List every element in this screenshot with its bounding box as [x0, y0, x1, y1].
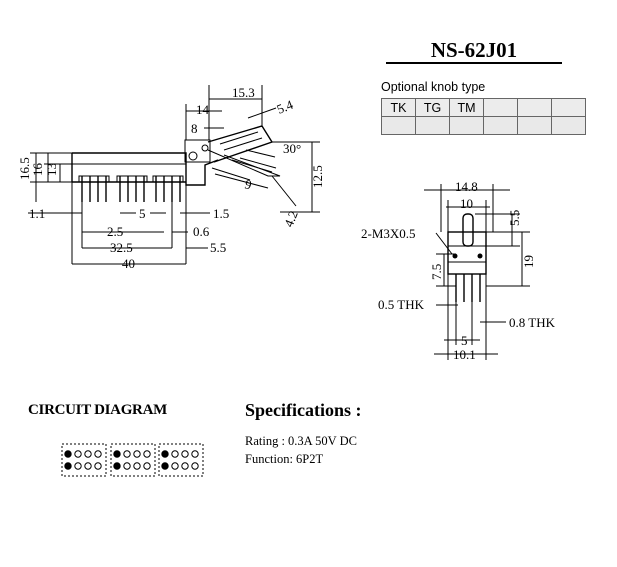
dim-5-5: 5.5: [210, 240, 226, 255]
front-dim-19: 19: [521, 255, 536, 268]
contact-terminal: [123, 450, 131, 458]
knob-image-cell: [483, 116, 518, 135]
circuit-pole-groups: [61, 443, 204, 477]
dim-2-5: 2.5: [107, 224, 123, 239]
spec-function: Function: 6P2T: [245, 452, 324, 466]
mount-hole-left: [452, 253, 458, 259]
front-dim-0-8-thk: 0.8 THK: [509, 315, 556, 330]
contact-terminal: [84, 462, 92, 470]
dim-4-2: 4.2: [281, 208, 301, 229]
dim-14: 14: [196, 102, 210, 117]
knob-type-cell: [517, 98, 552, 117]
dim-13: 13: [44, 163, 59, 176]
pole-group-box: [158, 443, 204, 477]
contact-terminal: [94, 450, 102, 458]
pole-group-box: [110, 443, 156, 477]
knob-type-caption: Optional knob type: [381, 80, 486, 94]
contact-terminal: [171, 450, 179, 458]
common-contact: [64, 450, 72, 458]
contact-terminal: [171, 462, 179, 470]
side-pins: [78, 175, 184, 202]
front-dim-0-5-thk: 0.5 THK: [378, 297, 425, 312]
lever-actuator: [184, 125, 281, 181]
specifications-title: Specifications :: [245, 400, 362, 420]
contact-terminal: [191, 450, 199, 458]
dim-12-5: 12.5: [310, 165, 325, 188]
dim-1-1: 1.1: [29, 206, 45, 221]
dim-15-3: 15.3: [232, 85, 255, 100]
dim-32-5: 32.5: [110, 240, 133, 255]
common-contact: [113, 462, 121, 470]
dim-5-4: 5.4: [275, 97, 296, 117]
contact-terminal: [133, 450, 141, 458]
contact-terminal: [191, 462, 199, 470]
contact-terminal: [181, 462, 189, 470]
front-dim-14-8: 14.8: [455, 179, 478, 194]
contact-terminal: [123, 462, 131, 470]
dim-40: 40: [122, 256, 135, 271]
front-dim-5-5: 5.5: [507, 210, 522, 226]
dim-5: 5: [139, 206, 146, 221]
contact-terminal: [133, 462, 141, 470]
knob-image-cell: [551, 116, 586, 135]
front-dim-2-m3: 2-M3X0.5: [361, 226, 416, 241]
common-contact: [64, 462, 72, 470]
circuit-diagram-title: CIRCUIT DIAGRAM: [28, 402, 167, 418]
front-dim-5: 5: [461, 333, 468, 348]
dim-1-5: 1.5: [213, 206, 229, 221]
contact-terminal: [143, 450, 151, 458]
front-dim-10-1: 10.1: [453, 347, 476, 362]
front-dimension-lines: [424, 184, 530, 360]
contact-terminal: [94, 462, 102, 470]
dim-8: 8: [191, 121, 198, 136]
contact-terminal: [84, 450, 92, 458]
dim-16-5: 16.5: [17, 157, 32, 180]
pole-group-box: [61, 443, 107, 477]
common-contact: [161, 462, 169, 470]
mount-hole-right: [477, 253, 483, 259]
dim-30-deg: 30°: [283, 141, 301, 156]
dim-0-6: 0.6: [193, 224, 210, 239]
dim-9: 9: [243, 176, 253, 192]
knob-image-cell: [381, 116, 416, 135]
common-contact: [161, 450, 169, 458]
front-body-outline: [447, 213, 487, 302]
knob-image-cell: [517, 116, 552, 135]
common-contact: [113, 450, 121, 458]
knob-type-table: TK TG TM: [381, 98, 586, 135]
front-dim-10: 10: [460, 196, 473, 211]
knob-type-cell: TK: [381, 98, 416, 117]
front-dim-7-5: 7.5: [429, 264, 444, 280]
dim-16: 16: [30, 163, 45, 177]
contact-terminal: [74, 450, 82, 458]
contact-terminal: [74, 462, 82, 470]
contact-terminal: [143, 462, 151, 470]
knob-type-cell: [551, 98, 586, 117]
contact-terminal: [181, 450, 189, 458]
switch-body-outline: [71, 125, 281, 202]
side-dimension-lines: [28, 85, 320, 265]
part-number-title: NS-62J01: [386, 38, 562, 64]
spec-rating: Rating : 0.3A 50V DC: [245, 434, 357, 448]
